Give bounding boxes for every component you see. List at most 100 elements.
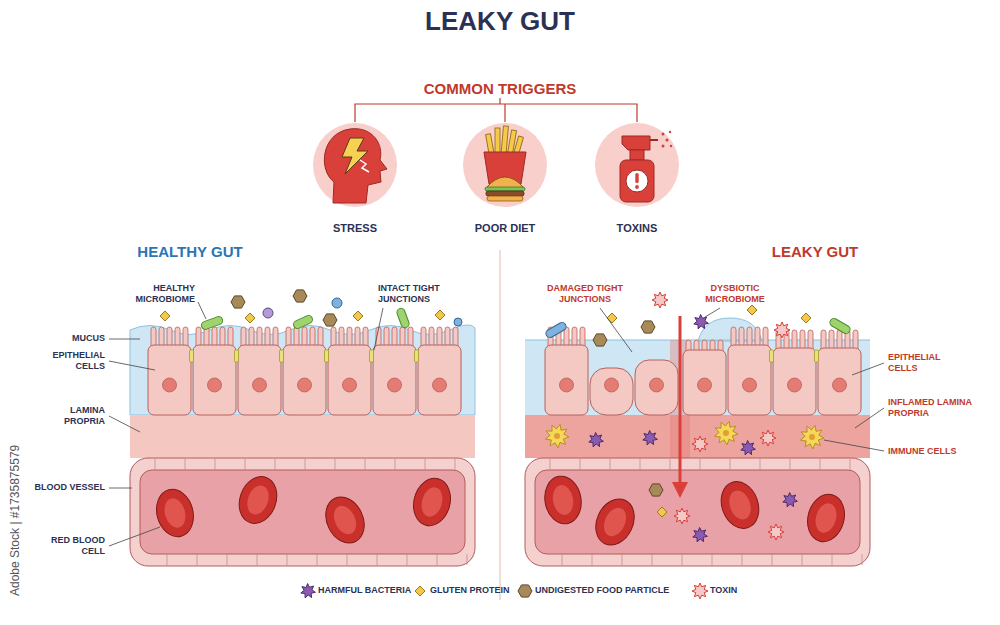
vessel-wall [407,554,408,565]
watermark: Adobe Stock | #1735875579 [8,445,22,596]
leaky-tissue [525,415,870,458]
red-blood-cell [589,493,642,552]
cell-nucleus [298,378,312,392]
red-blood-cell [802,490,849,546]
tight-junction [370,350,374,362]
vessel-wall [820,459,821,470]
toxin [652,292,668,308]
epithelial-cell [728,345,771,415]
vessel-wall [215,459,216,470]
gluten-protein [607,313,617,323]
vessel-wall [275,459,276,470]
epithelial-cell [818,348,861,415]
cell-nucleus [698,378,712,392]
part-label: IMMUNE CELLS [888,446,978,457]
toxins-icon [662,131,673,148]
immune-cell [554,433,560,439]
vessel-wall [832,554,833,565]
red-blood-cell [541,473,585,527]
vessel-wall [347,554,348,565]
section-heading: COMMON TRIGGERS [424,80,577,98]
leak-arrow [672,482,688,498]
vessel-wall [772,554,773,565]
poor-diet-icon [486,177,524,188]
trigger-bracket [504,104,505,122]
leader-line [109,488,132,489]
trigger-bracket [355,98,637,122]
toxins-icon [635,185,639,189]
vessel-wall [455,459,456,470]
red-blood-cell [551,483,576,516]
panel-divider [500,250,501,600]
vessel-wall [155,459,156,470]
gluten-protein [160,311,170,321]
red-blood-cell [812,501,839,535]
gluten-protein [415,586,425,596]
part-label: EPITHELIAL CELLS [888,352,958,374]
vessel-wall [365,459,366,470]
microbe [544,321,567,339]
toxin [692,583,708,599]
gluten-protein [435,310,445,320]
legend-label: TOXIN [710,585,737,596]
trigger-label: STRESS [333,222,377,235]
epithelial-cell [283,345,326,415]
vessel-wall [377,554,378,565]
trigger-circle: POOR DIET [463,123,547,207]
red-blood-cell [151,485,198,541]
vessel-wall [562,554,563,565]
vessel-wall [467,554,468,565]
tight-junction [325,350,329,362]
vessel-wall [742,554,743,565]
epithelial-cell [418,345,461,415]
toxin [760,430,776,446]
part-label: INFLAMED LAMINA PROPRIA [888,397,978,419]
epithelial-cell [773,348,816,415]
tight-junction [815,350,819,362]
harmful-bacteria [301,584,316,598]
red-blood-cell [600,504,631,540]
vessel-wall [682,554,683,565]
healthy-tissue [130,325,475,566]
food-particle [323,314,337,326]
trigger-circle: TOXINS [595,123,679,207]
red-blood-cell [330,502,361,538]
leaky-tissue [525,458,870,566]
cell-nucleus [253,378,267,392]
legend-label: GLUTEN PROTEIN [430,585,510,596]
legend-label: UNDIGESTED FOOD PARTICLE [535,585,669,596]
poor-diet-icon [463,123,547,207]
tight-junction [235,350,239,362]
cell-nucleus [208,378,222,392]
vessel-wall [760,459,761,470]
toxins-icon [622,136,650,150]
cell-nucleus [388,378,402,392]
part-label: BLOOD VESSEL [25,482,105,493]
section-heading: LEAKY GUT [772,243,858,261]
epithelial-cell [193,345,236,415]
part-label: DAMAGED TIGHT JUNCTIONS [540,283,630,305]
gluten-protein [657,507,667,517]
vessel-wall [652,554,653,565]
microbe [332,298,342,308]
vessel-wall [670,459,671,470]
leader-line [109,339,140,340]
harmful-bacteria [589,433,604,447]
healthy-tissue [140,470,465,554]
healthy-tissue [130,325,475,415]
red-blood-cell [408,474,455,530]
red-blood-cell [233,471,283,528]
epithelial-cell [590,368,633,415]
epithelial-cell [683,350,726,415]
tight-junction [280,350,284,362]
trigger-bracket [355,104,637,122]
vessel-wall [197,554,198,565]
immune-cell [723,430,729,436]
red-blood-cell [161,496,188,530]
red-blood-cell [243,482,272,517]
vessel-wall [580,459,581,470]
part-label: DYSBIOTIC MICROBIOME [700,283,770,305]
toxins-icon [626,170,648,192]
epithelial-cell [373,345,416,415]
red-blood-cell [319,491,372,550]
